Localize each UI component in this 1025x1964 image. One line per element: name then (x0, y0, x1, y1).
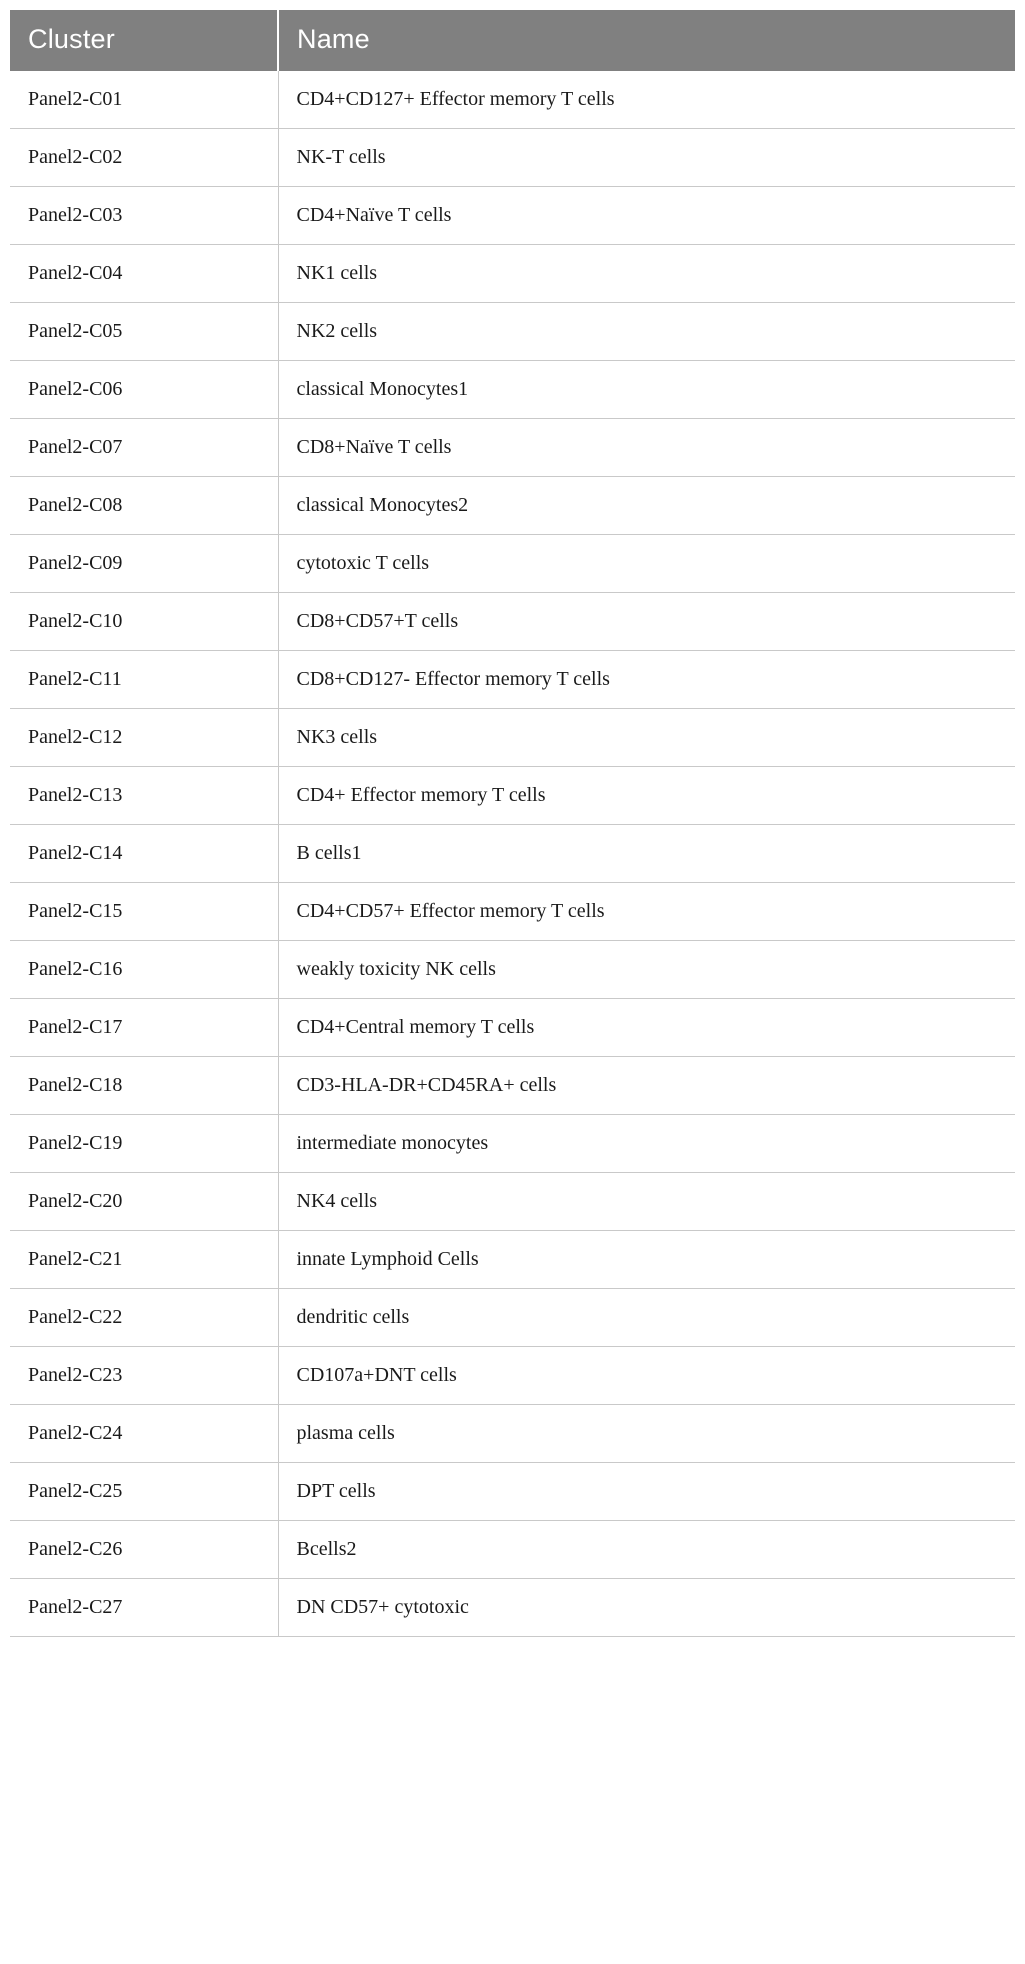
cell-name: weakly toxicity NK cells (278, 940, 1015, 999)
cell-cluster: Panel2-C01 (10, 71, 279, 129)
cell-cluster: Panel2-C13 (10, 766, 279, 825)
cell-cluster: Panel2-C22 (10, 1288, 279, 1347)
cell-name: CD3-HLA-DR+CD45RA+ cells (278, 1056, 1015, 1115)
cell-cluster: Panel2-C17 (10, 998, 279, 1057)
cell-name: CD4+ Effector memory T cells (278, 766, 1015, 825)
table-header-row: Cluster Name (10, 10, 1015, 71)
cell-name: CD8+Naïve T cells (278, 418, 1015, 477)
column-header-name: Name (278, 10, 1015, 71)
cell-cluster: Panel2-C23 (10, 1346, 279, 1405)
cell-name: Bcells2 (278, 1520, 1015, 1579)
table-header: Cluster Name (10, 10, 1015, 71)
cell-name: NK1 cells (278, 244, 1015, 303)
cell-name: CD107a+DNT cells (278, 1346, 1015, 1405)
cell-name: intermediate monocytes (278, 1114, 1015, 1173)
cell-cluster: Panel2-C16 (10, 940, 279, 999)
cell-name: innate Lymphoid Cells (278, 1230, 1015, 1289)
cell-cluster: Panel2-C02 (10, 128, 279, 187)
cell-name: CD4+CD57+ Effector memory T cells (278, 882, 1015, 941)
cell-cluster: Panel2-C09 (10, 534, 279, 593)
cell-name: cytotoxic T cells (278, 534, 1015, 593)
cell-cluster: Panel2-C06 (10, 360, 279, 419)
cell-name: CD8+CD57+T cells (278, 592, 1015, 651)
cell-cluster: Panel2-C07 (10, 418, 279, 477)
cell-cluster: Panel2-C18 (10, 1056, 279, 1115)
cell-cluster: Panel2-C15 (10, 882, 279, 941)
cell-cluster: Panel2-C14 (10, 824, 279, 883)
cell-cluster: Panel2-C04 (10, 244, 279, 303)
cell-name: CD4+CD127+ Effector memory T cells (278, 71, 1015, 129)
cell-cluster: Panel2-C26 (10, 1520, 279, 1579)
cell-name: CD4+Central memory T cells (278, 998, 1015, 1057)
cell-name: NK4 cells (278, 1172, 1015, 1231)
column-header-cluster: Cluster (10, 10, 279, 71)
cell-cluster: Panel2-C24 (10, 1404, 279, 1463)
cell-name: classical Monocytes1 (278, 360, 1015, 419)
cell-cluster: Panel2-C08 (10, 476, 279, 535)
cell-cluster: Panel2-C05 (10, 302, 279, 361)
cell-cluster: Panel2-C21 (10, 1230, 279, 1289)
cell-cluster: Panel2-C03 (10, 186, 279, 245)
cell-cluster: Panel2-C20 (10, 1172, 279, 1231)
cell-name: CD4+Naïve T cells (278, 186, 1015, 245)
cell-cluster: Panel2-C19 (10, 1114, 279, 1173)
cell-cluster: Panel2-C10 (10, 592, 279, 651)
cell-name: B cells1 (278, 824, 1015, 883)
cell-name: NK2 cells (278, 302, 1015, 361)
cell-cluster: Panel2-C12 (10, 708, 279, 767)
cell-name: NK-T cells (278, 128, 1015, 187)
cell-name: dendritic cells (278, 1288, 1015, 1347)
cell-name: NK3 cells (278, 708, 1015, 767)
cell-name: DPT cells (278, 1462, 1015, 1521)
cell-name: CD8+CD127- Effector memory T cells (278, 650, 1015, 709)
cell-cluster: Panel2-C27 (10, 1578, 279, 1637)
cell-cluster: Panel2-C25 (10, 1462, 279, 1521)
cell-name: plasma cells (278, 1404, 1015, 1463)
cell-name: DN CD57+ cytotoxic (278, 1578, 1015, 1637)
cell-name: classical Monocytes2 (278, 476, 1015, 535)
cell-cluster: Panel2-C11 (10, 650, 279, 709)
